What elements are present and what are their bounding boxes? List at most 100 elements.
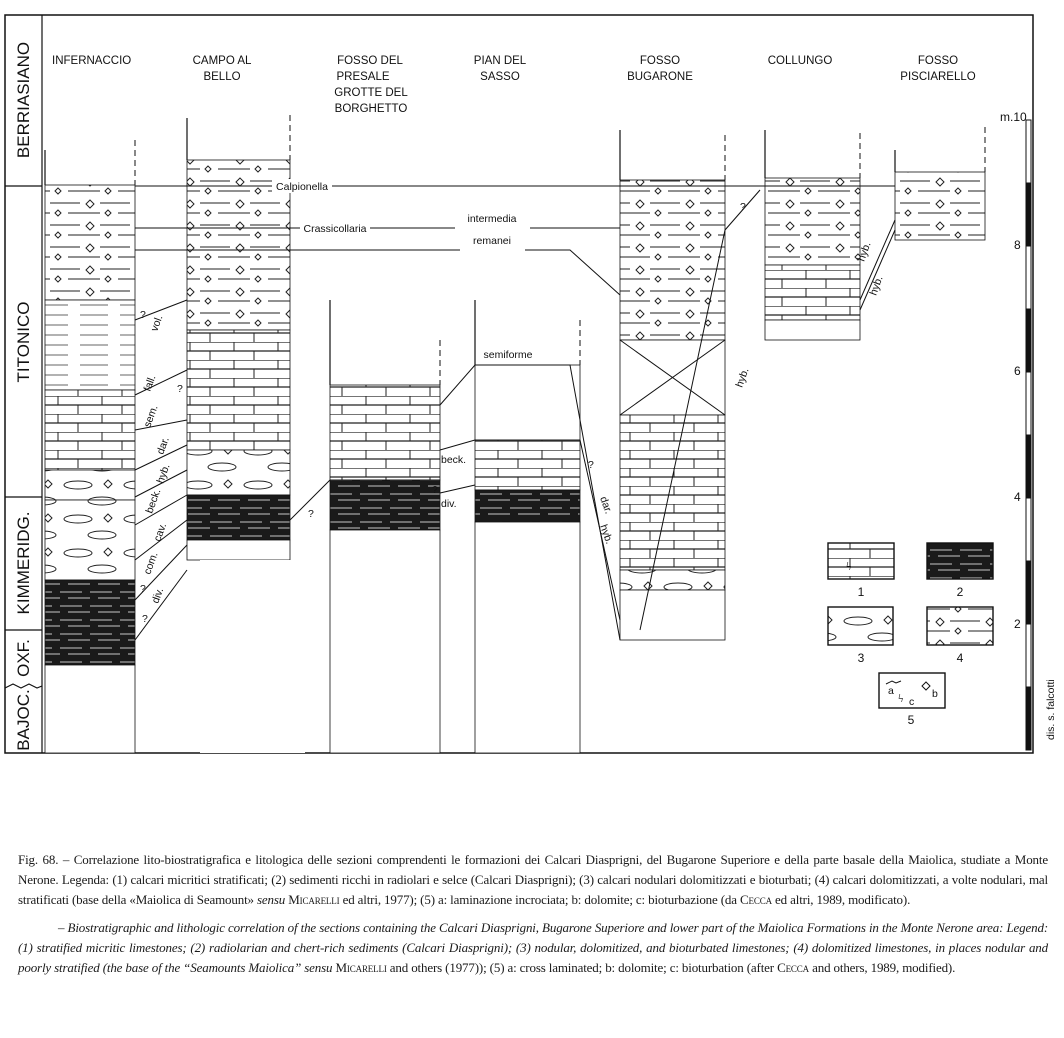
correlation-line (639, 229, 726, 631)
section-column (329, 300, 441, 754)
legend-label: 5 (908, 713, 915, 727)
zone-label-vol: vol. (149, 314, 166, 333)
correlation-line (859, 219, 896, 301)
legend-label: 1 (858, 585, 865, 599)
legend-label: 2 (957, 585, 964, 599)
lithology-layer (44, 184, 136, 301)
zone-label-hyb: hyb. (597, 523, 615, 546)
correlation-line (439, 364, 621, 641)
figure-caption-english: – Biostratigraphic and lithologic correl… (18, 918, 1048, 978)
label-calpionella: Calpionella (276, 181, 328, 193)
thickness-scale: m.10 8 6 4 2 dis. s. falcotti (1000, 110, 1057, 751)
legend-swatch-dolomitized-limestone (926, 606, 994, 646)
question-mark: ? (588, 459, 594, 471)
correlation-line (134, 469, 188, 498)
lithology-layer (619, 589, 726, 641)
correlation-line (134, 569, 188, 641)
correlation-line (579, 439, 621, 621)
lithology-layer (329, 529, 441, 754)
figure-caption-italian: Fig. 68. – Correlazione lito-biostratigr… (18, 850, 1048, 910)
correlation-line (135, 249, 621, 296)
lithology-layer (44, 389, 136, 471)
lithology-layer (764, 177, 861, 266)
question-mark: ? (740, 201, 746, 213)
lithology-layer (619, 179, 726, 341)
lithology-layer (619, 414, 726, 571)
lithology-layer (474, 521, 581, 754)
correlation-line (439, 439, 476, 451)
label-remanei: remanei (473, 235, 511, 247)
question-mark: ? (140, 583, 146, 595)
caption-author: Micarelli (288, 892, 340, 907)
zone-label-cav: cav. (152, 522, 170, 543)
question-mark: ? (140, 309, 146, 321)
section-column (186, 115, 305, 753)
correlation-line (134, 444, 188, 471)
section-title-fosso-pisciarello: FOSSO (918, 55, 958, 67)
scale-segment (1025, 686, 1032, 751)
zone-label-div: div. (150, 586, 167, 605)
section-column (764, 130, 861, 341)
stage-berriasiano: BERRIASIANO (14, 42, 33, 158)
stage-labels: BERRIASIANO TITONICO KIMMERIDG. OXF. BAJ… (14, 42, 33, 751)
zone-label-fall: fall. (142, 374, 159, 393)
correlation-line (134, 519, 188, 561)
scale-segment (1025, 623, 1032, 688)
crossed-interval (619, 339, 726, 416)
stage-titonico: TITONICO (14, 302, 33, 383)
zone-label-hyb: hyb. (734, 366, 752, 389)
scale-tick-4: 4 (1014, 490, 1021, 504)
legend-swatch-radiolarian-chert (926, 542, 994, 580)
section-title-pian-del-sasso: SASSO (480, 71, 520, 83)
bioturbation-icon: ϟ (898, 691, 903, 705)
correlation-line (134, 419, 188, 431)
lithology-layer (44, 579, 136, 666)
scale-segment (1025, 182, 1032, 247)
correlation-line (724, 189, 761, 231)
legend-swatch-symbols (878, 672, 946, 709)
lithology-layer (619, 569, 726, 591)
bioturbation-icon: ϟ (846, 559, 851, 573)
section-column (894, 127, 986, 241)
question-mark: ? (308, 508, 314, 520)
caption-text: and others, 1989, modified). (809, 960, 956, 975)
scale-segment (1025, 308, 1032, 373)
figure-captions: Fig. 68. – Correlazione lito-biostratigr… (18, 850, 1048, 978)
lithology-layer (200, 560, 305, 753)
stage-boundaries (4, 185, 43, 689)
lithology-layer (186, 449, 291, 496)
correlation-line (289, 479, 331, 521)
lithology-layer (894, 171, 986, 241)
correlation-line (134, 544, 188, 601)
legend-sub-label: c (909, 696, 914, 708)
correlation-lines (134, 185, 896, 641)
label-semiforme: semiforme (483, 349, 532, 361)
section-title-grotte-del-borghetto: BORGHETTO (335, 103, 408, 115)
stratigraphic-sections (44, 115, 986, 754)
section-title-campo-al-bello: BELLO (203, 71, 240, 83)
legend-label: 4 (957, 651, 964, 665)
section-title-infernaccio: INFERNACCIO (52, 55, 131, 67)
stage-bajocian: BAJOC. (14, 689, 33, 750)
label-intermedia: intermedia (467, 213, 516, 225)
section-column (44, 140, 136, 754)
lithology-layer (186, 539, 291, 561)
section-title-fosso-bugarone: FOSSO (640, 55, 680, 67)
legend-swatch-nodular-limestone (827, 606, 894, 646)
legend: ϟ 1 2 3 4 a b ϟ c 5 (827, 542, 994, 727)
section-title-fosso-bugarone: BUGARONE (627, 71, 693, 83)
section-title-fosso-pisciarello: PISCIARELLO (900, 71, 975, 83)
section-title-fosso-del-presale: PRESALE (336, 71, 389, 83)
correlation-line (134, 494, 188, 526)
lithology-layer (329, 479, 441, 531)
scale-tick-8: 8 (1014, 238, 1021, 252)
draftsman-credit: dis. s. falcotti (1045, 679, 1057, 740)
section-title-campo-al-bello: CAMPO AL (193, 55, 252, 67)
scale-tick-2: 2 (1014, 617, 1021, 631)
correlation-line (859, 229, 896, 311)
lithology-layer (186, 494, 291, 541)
section-title-collungo: COLLUNGO (768, 55, 833, 67)
legend-label: 3 (858, 651, 865, 665)
lithology-layer (474, 364, 581, 441)
caption-text: – Biostratigraphic and lithologic correl… (18, 920, 1048, 975)
